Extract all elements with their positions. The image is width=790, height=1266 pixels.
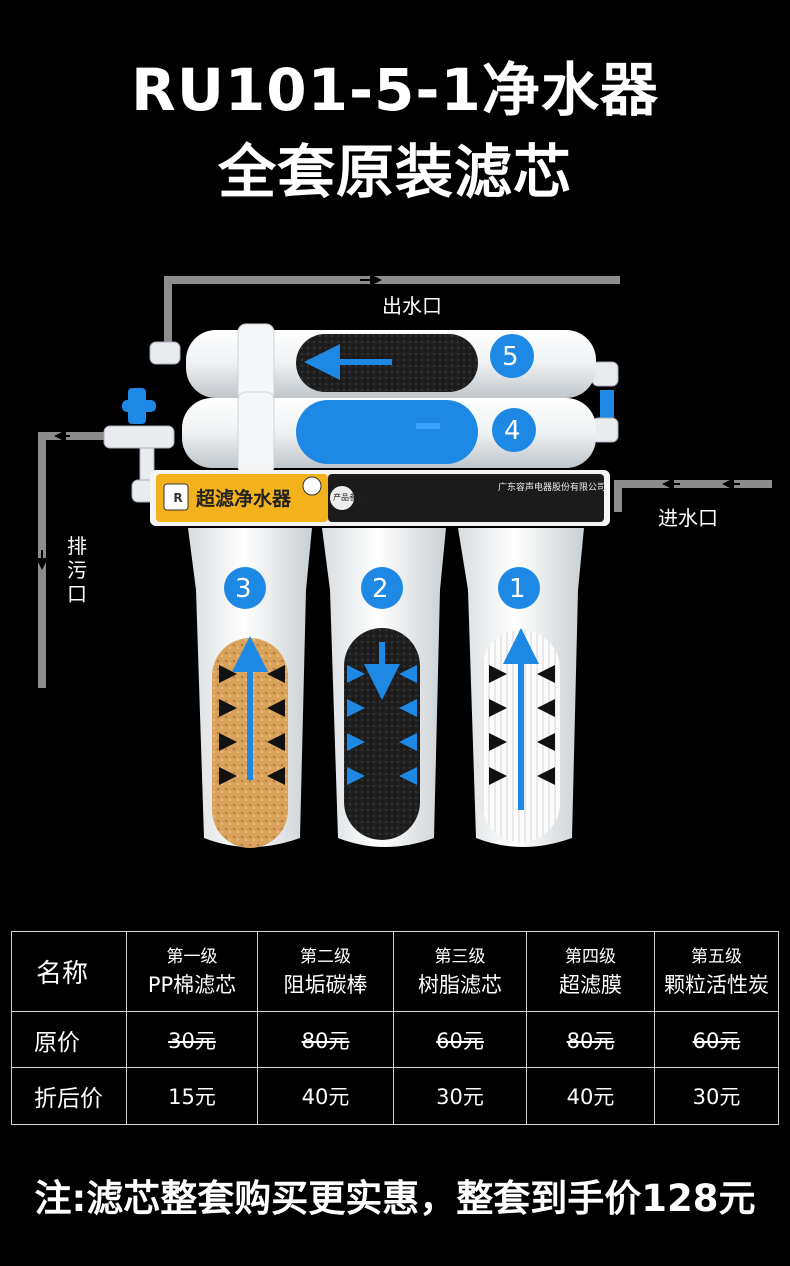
page-title-line1: RU101-5-1净水器 <box>131 56 659 124</box>
drain-label: 排污口 <box>67 534 87 606</box>
price-cell: 15元 <box>126 1067 258 1125</box>
svg-text:R: R <box>173 491 182 505</box>
price-cell: 30元 <box>654 1067 779 1125</box>
bundle-note: 注:滤芯整套购买更实惠，整套到手价128元 <box>34 1177 756 1220</box>
page-title-line2: 全套原装滤芯 <box>217 138 572 206</box>
brand-panel: R <box>150 470 610 526</box>
stage-number-4: 4 <box>504 416 521 446</box>
inlet-label: 进水口 <box>658 506 718 530</box>
price-cell: 40元 <box>526 1067 655 1125</box>
filter-stage-5-tube <box>186 323 596 407</box>
row-label-discount: 折后价 <box>11 1067 127 1125</box>
table-row-original-price: 原价 30元 80元 60元 80元 60元 <box>11 1011 779 1068</box>
panel-tag: 产品参数 <box>333 493 365 502</box>
outlet-pipe <box>164 276 620 348</box>
price-cell: 30元 <box>126 1011 258 1068</box>
filter-illustration: R <box>36 274 772 848</box>
inlet-pipe <box>614 480 772 512</box>
filter-diagram: R <box>0 250 790 870</box>
table-header-cell: 第四级超滤膜 <box>526 931 655 1012</box>
price-cell: 80元 <box>526 1011 655 1068</box>
filter-stage-4-tube <box>182 391 596 475</box>
price-cell: 30元 <box>393 1067 527 1125</box>
table-header-cell: 第三级树脂滤芯 <box>393 931 527 1012</box>
stage-number-5: 5 <box>502 342 519 372</box>
fitting-icon <box>149 341 619 443</box>
row-label-original: 原价 <box>11 1011 127 1068</box>
stage-number-1: 1 <box>509 574 526 604</box>
panel-company: 广东容声电器股份有限公司 <box>498 483 607 493</box>
table-header-cell: 第二级阻垢碳棒 <box>257 931 394 1012</box>
price-cell: 60元 <box>654 1011 779 1068</box>
table-row-discount-price: 折后价 15元 40元 30元 40元 30元 <box>11 1067 779 1125</box>
stage-number-2: 2 <box>372 574 389 604</box>
drain-pipe <box>38 432 110 688</box>
price-cell: 60元 <box>393 1011 527 1068</box>
brand-label: 超滤净水器 <box>196 488 292 510</box>
table-header-cell: 第五级颗粒活性炭 <box>654 931 779 1012</box>
flow-arrows <box>219 628 555 810</box>
col-header-name: 名称 <box>11 931 127 1012</box>
price-cell: 80元 <box>257 1011 394 1068</box>
price-cell: 40元 <box>257 1067 394 1125</box>
outlet-label: 出水口 <box>382 294 442 318</box>
stage-number-3: 3 <box>235 574 252 604</box>
